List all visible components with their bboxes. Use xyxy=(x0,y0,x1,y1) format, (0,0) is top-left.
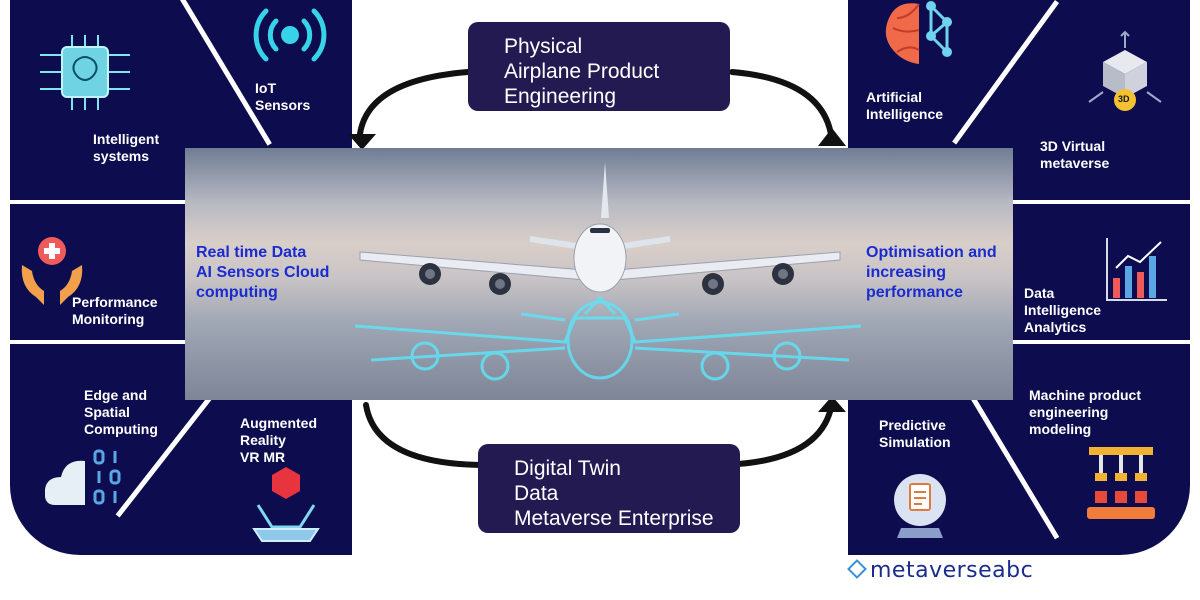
photo-left-caption: Real time Data AI Sensors Cloud computin… xyxy=(196,244,330,301)
robotic-arms-icon xyxy=(1087,447,1155,519)
cube-badge-text: 3D xyxy=(1118,94,1130,104)
left-divider-bottom xyxy=(10,340,352,344)
right-divider-top xyxy=(848,200,1190,204)
label-performance-monitoring: Performance Monitoring xyxy=(72,294,158,327)
hologram-projector-icon xyxy=(252,467,320,542)
care-hands-icon xyxy=(21,237,83,305)
cycle-arrows xyxy=(348,69,846,468)
real-airplane xyxy=(359,162,841,295)
brand-logo-mark xyxy=(847,559,867,579)
label-predictive-simulation: Predictive Simulation xyxy=(879,417,951,450)
chip-brain-icon xyxy=(40,35,130,110)
arrow-head-bottom-right-up xyxy=(818,396,846,412)
bar-chart-analytics-icon xyxy=(1106,238,1167,301)
ai-brain-network-icon xyxy=(885,1,952,64)
airplane-illustration xyxy=(354,162,862,381)
arrow-head-left-down xyxy=(348,134,376,150)
wireless-signal-icon xyxy=(253,8,327,62)
crystal-ball-clipboard-icon xyxy=(894,474,946,538)
photo-right-caption: Optimisation and increasing performance xyxy=(866,244,997,301)
hologram-airplane xyxy=(354,295,862,381)
brand-wordmark: metaverseabc xyxy=(870,558,1034,583)
left-divider-top xyxy=(10,200,352,204)
cloud-binary-icon xyxy=(45,449,121,505)
physical-engineering-box: Physical Airplane Product Engineering xyxy=(468,22,730,111)
right-divider-bottom xyxy=(848,340,1190,344)
right-diagonal-top xyxy=(952,0,1060,145)
airplane-photo: Real time Data AI Sensors Cloud computin… xyxy=(185,148,1013,400)
label-edge-spatial-computing: Edge and Spatial Computing xyxy=(84,387,158,437)
label-intelligent-systems: Intelligent systems xyxy=(93,131,160,164)
3d-cube-icon xyxy=(1088,30,1162,111)
label-iot-sensors: IoT Sensors xyxy=(255,80,311,113)
label-3d-virtual-metaverse: 3D Virtual metaverse xyxy=(1040,138,1110,171)
arrow-head-right-up xyxy=(818,128,846,146)
label-augmented-reality: Augmented Reality VR MR xyxy=(240,415,317,465)
label-artificial-intelligence: Artificial Intelligence xyxy=(866,89,944,122)
label-data-intelligence-analytics: Data Intelligence Analytics xyxy=(1024,285,1102,335)
label-machine-product-modeling: Machine product engineering modeling xyxy=(1029,387,1142,437)
digital-twin-box: Digital Twin Data Metaverse Enterprise xyxy=(478,444,740,533)
